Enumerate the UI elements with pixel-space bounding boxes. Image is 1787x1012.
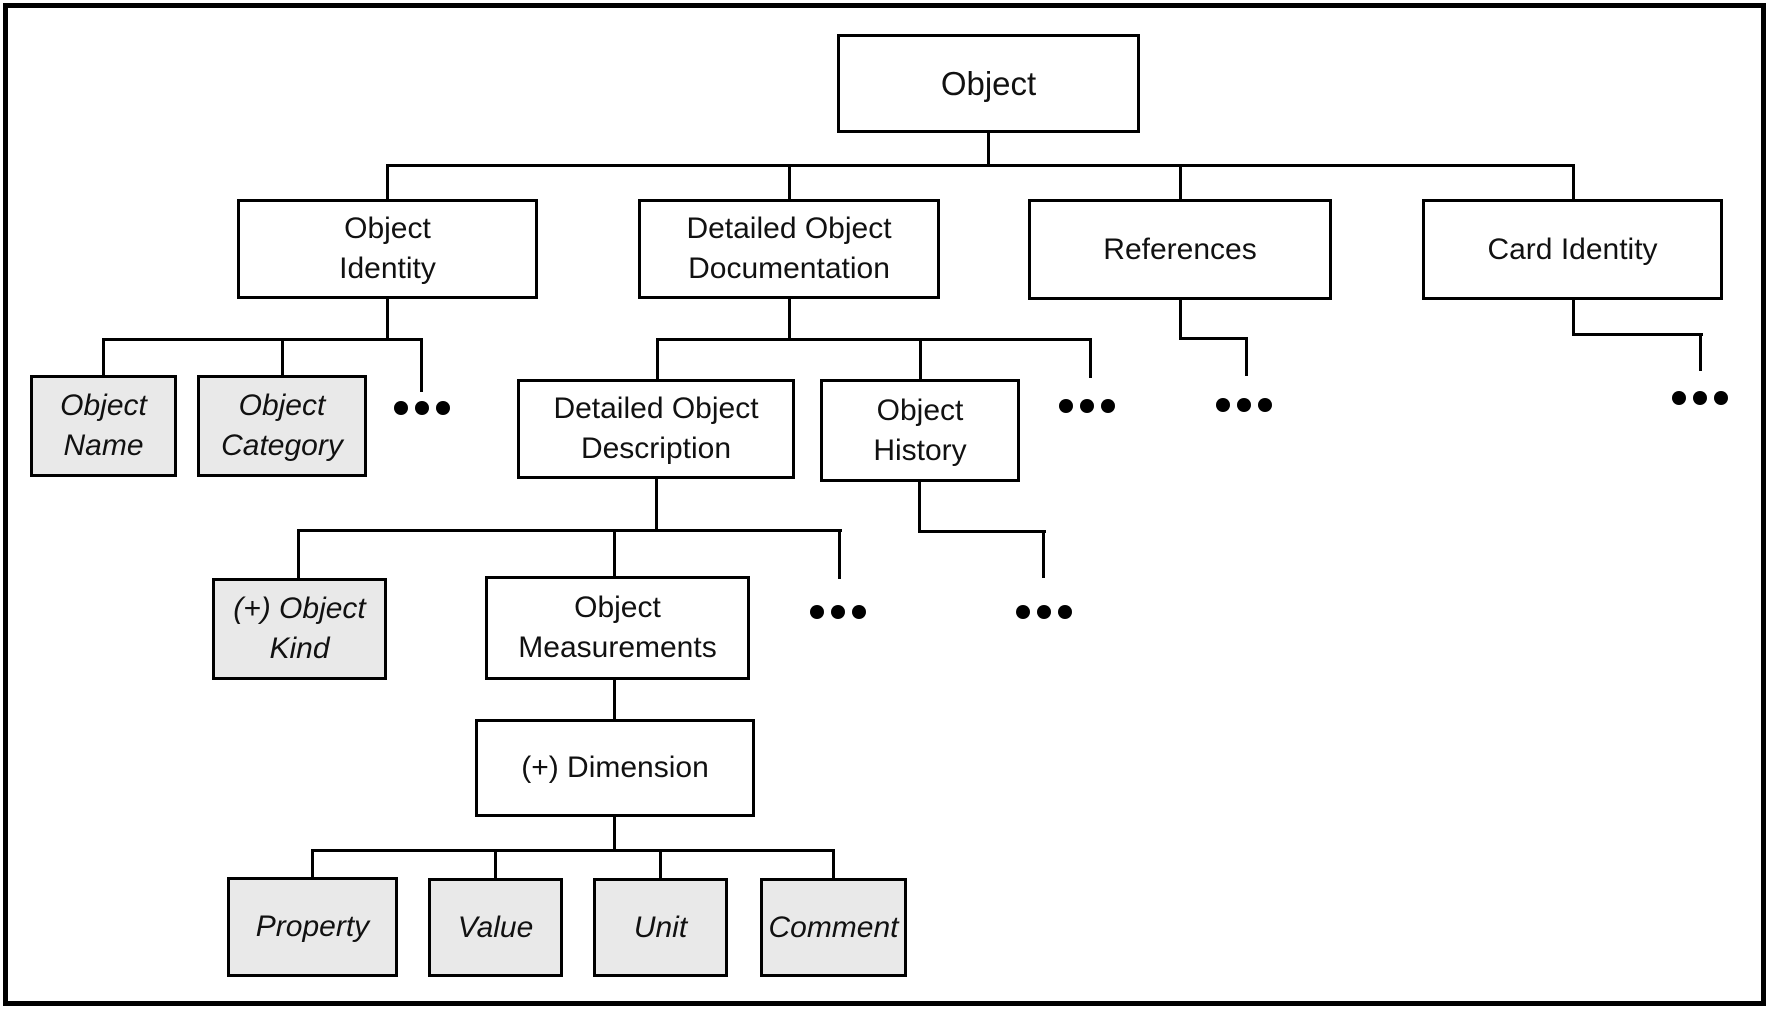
connector-line	[311, 849, 314, 878]
connector-line	[102, 338, 423, 341]
node-references: References	[1028, 199, 1332, 300]
connector-line	[386, 164, 389, 200]
node-object-history: Object History	[820, 379, 1020, 482]
connector-line	[1179, 337, 1248, 340]
ellipsis-icon	[1216, 398, 1272, 412]
connector-line	[297, 529, 300, 578]
node-value: Value	[428, 878, 563, 977]
connector-line	[386, 298, 389, 340]
connector-line	[102, 338, 105, 376]
connector-line	[494, 849, 497, 879]
connector-line	[1572, 164, 1575, 201]
connector-line	[1042, 530, 1045, 578]
ellipsis-icon	[1672, 391, 1728, 405]
connector-line	[1245, 337, 1248, 376]
node-comment: Comment	[760, 878, 907, 977]
connector-line	[1179, 164, 1182, 201]
connector-line	[1089, 338, 1092, 378]
node-card-identity: Card Identity	[1422, 199, 1723, 300]
connector-line	[281, 338, 284, 376]
ellipsis-icon	[810, 605, 866, 619]
node-object: Object	[837, 34, 1140, 133]
node-object-measurements: Object Measurements	[485, 576, 750, 680]
connector-line	[656, 338, 659, 381]
connector-line	[832, 849, 835, 879]
ellipsis-icon	[394, 401, 450, 415]
connector-line	[613, 529, 616, 577]
connector-line	[656, 338, 1092, 341]
connector-line	[918, 482, 921, 531]
connector-line	[1179, 300, 1182, 338]
node-object-name: Object Name	[30, 375, 177, 477]
connector-line	[788, 298, 791, 340]
node-unit: Unit	[593, 878, 728, 977]
connector-line	[1572, 333, 1703, 336]
ellipsis-icon	[1016, 605, 1072, 619]
connector-line	[613, 817, 616, 851]
connector-line	[420, 338, 423, 392]
node-detailed-object-documentation: Detailed Object Documentation	[638, 199, 940, 299]
connector-line	[311, 849, 835, 852]
connector-line	[918, 530, 1046, 533]
connector-line	[297, 529, 842, 532]
connector-line	[919, 338, 922, 381]
node-object-category: Object Category	[197, 375, 367, 477]
connector-line	[987, 133, 990, 167]
node-object-identity: Object Identity	[237, 199, 538, 299]
node-dimension: (+) Dimension	[475, 719, 755, 817]
node-property: Property	[227, 877, 398, 977]
connector-line	[386, 164, 1575, 167]
connector-line	[613, 680, 616, 719]
node-object-kind: (+) Object Kind	[212, 578, 387, 680]
connector-line	[655, 479, 658, 531]
node-detailed-object-description: Detailed Object Description	[517, 379, 795, 479]
connector-line	[1699, 333, 1702, 371]
connector-line	[838, 529, 841, 579]
connector-line	[788, 164, 791, 200]
diagram-frame	[3, 3, 1766, 1006]
connector-line	[659, 849, 662, 879]
connector-line	[1572, 300, 1575, 334]
ellipsis-icon	[1059, 399, 1115, 413]
